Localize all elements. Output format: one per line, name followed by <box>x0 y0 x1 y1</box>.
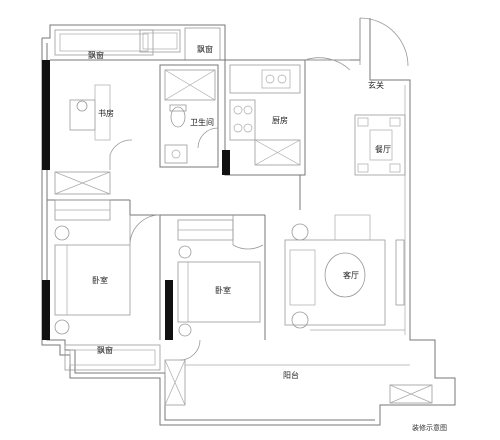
entrance-label: 玄关 <box>368 80 384 90</box>
bedroom-middle: 卧室 <box>165 215 264 340</box>
outer-walls <box>41 18 456 426</box>
bedroom-left-label: 卧室 <box>92 275 108 285</box>
kitchen: 厨房 <box>222 57 351 176</box>
study-label: 书房 <box>98 108 114 118</box>
kitchen-label: 厨房 <box>272 115 288 125</box>
bathroom: 卫生间 <box>159 64 219 168</box>
study-room: 书房 <box>42 59 225 195</box>
bedroom-middle-label: 卧室 <box>215 285 231 295</box>
bay-window-top-right-label: 飘窗 <box>197 44 213 54</box>
entrance-door <box>359 17 409 67</box>
bay-window-top: 飘窗 <box>54 29 154 60</box>
plan-caption: 装修示意图 <box>412 423 447 432</box>
bay-window-bottom: 飘窗 <box>64 344 161 371</box>
bay-window-bottom-label: 飘窗 <box>97 345 113 355</box>
dining-area: 餐厅 <box>354 114 406 176</box>
balcony-label: 阳台 <box>283 370 299 380</box>
bedroom-left: 卧室 <box>42 199 161 340</box>
dining-label: 餐厅 <box>375 145 391 154</box>
bay-window-top-label: 飘窗 <box>88 50 104 60</box>
living-label: 客厅 <box>343 270 359 280</box>
balcony: 阳台 <box>164 339 433 406</box>
living-room: 客厅 <box>284 214 405 329</box>
bathroom-label: 卫生间 <box>190 117 214 127</box>
